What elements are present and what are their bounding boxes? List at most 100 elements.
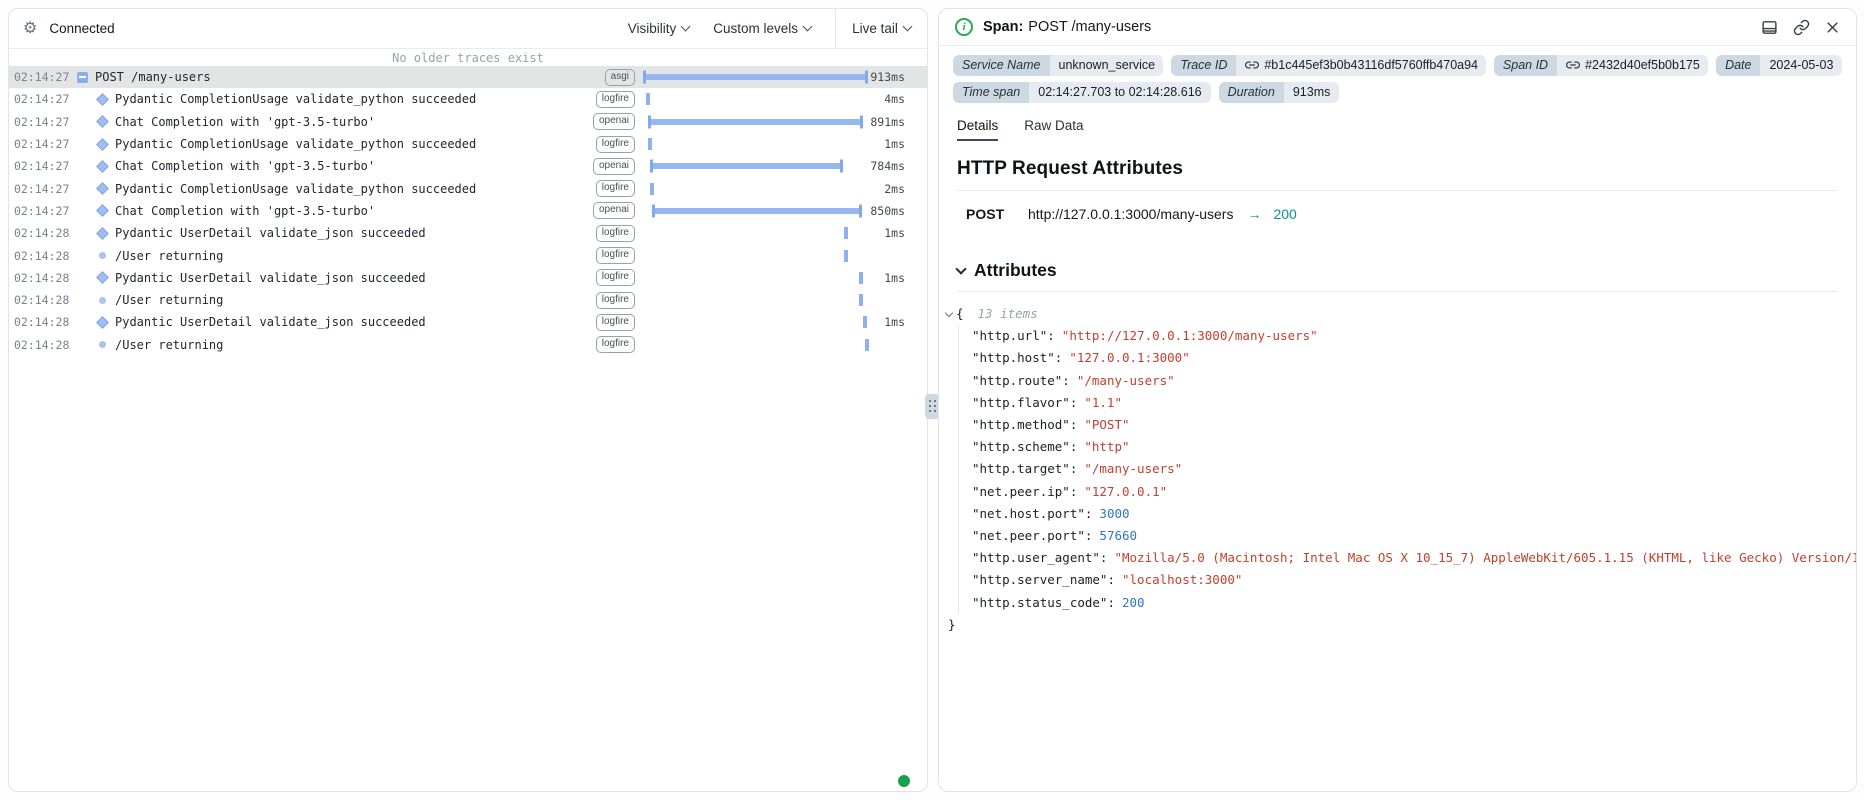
trace-label: Pydantic UserDetail validate_json succee… bbox=[115, 270, 426, 285]
json-entry: "http.scheme":"http" bbox=[972, 436, 1856, 458]
trace-row[interactable]: 02:14:28 /User returning logfire bbox=[9, 334, 927, 356]
tab-raw-data[interactable]: Raw Data bbox=[1024, 118, 1084, 133]
trace-timestamp: 02:14:27 bbox=[14, 203, 70, 218]
json-key: "http.server_name": bbox=[972, 572, 1115, 588]
trace-panel: ⚙ Connected Visibility Custom levels Liv… bbox=[8, 8, 928, 792]
trace-row[interactable]: 02:14:27 POST /many-users asgi 913ms bbox=[9, 66, 927, 89]
badge-value: 2024-05-03 bbox=[1760, 55, 1842, 76]
json-key: "net.peer.port": bbox=[972, 528, 1093, 544]
duration-bar bbox=[863, 316, 868, 329]
trace-row[interactable]: 02:14:27 Pydantic CompletionUsage valida… bbox=[9, 88, 927, 110]
json-entries: "http.url":"http://127.0.0.1:3000/many-u… bbox=[958, 325, 1856, 614]
trace-row[interactable]: 02:14:27 Chat Completion with 'gpt-3.5-t… bbox=[9, 155, 927, 177]
duration-lane bbox=[644, 155, 867, 177]
json-entry: "http.flavor":"1.1" bbox=[972, 392, 1856, 414]
json-entry: "net.host.port":3000 bbox=[972, 503, 1856, 525]
trace-tag-column: logfire bbox=[585, 90, 635, 108]
http-url: http://127.0.0.1:3000/many-users bbox=[1028, 206, 1234, 222]
link-icon[interactable] bbox=[1793, 19, 1810, 36]
json-open-brace: { bbox=[956, 306, 964, 321]
trace-row[interactable]: 02:14:28 Pydantic UserDetail validate_js… bbox=[9, 311, 927, 333]
http-status-code: 200 bbox=[1273, 206, 1297, 222]
duration-lane bbox=[644, 311, 868, 333]
trace-main: Pydantic CompletionUsage validate_python… bbox=[73, 182, 585, 196]
trace-tag-column: logfire bbox=[585, 247, 635, 265]
trace-row[interactable]: 02:14:28 /User returning logfire bbox=[9, 289, 927, 311]
live-status-dot bbox=[898, 775, 910, 787]
badge-label: Service Name bbox=[953, 55, 1050, 76]
diamond-icon bbox=[97, 317, 108, 328]
diamond-icon bbox=[97, 272, 108, 283]
span-detail-actions bbox=[1761, 19, 1840, 36]
trace-main: POST /many-users bbox=[73, 70, 585, 84]
service-name-badge: Service Name unknown_service bbox=[953, 55, 1164, 76]
trace-tag-column: logfire bbox=[585, 313, 635, 331]
diamond-icon bbox=[97, 205, 108, 216]
link-icon[interactable] bbox=[1566, 58, 1581, 72]
trace-tag: openai bbox=[592, 113, 635, 131]
trace-main: Chat Completion with 'gpt-3.5-turbo' bbox=[73, 159, 585, 173]
time-span-badge: Time span 02:14:27.703 to 02:14:28.616 bbox=[953, 82, 1211, 103]
trace-id-badge: Trace ID #b1c445ef3b0b43116df5760ffb470a… bbox=[1171, 55, 1486, 76]
gear-icon[interactable]: ⚙ bbox=[23, 19, 38, 37]
trace-timestamp: 02:14:28 bbox=[14, 248, 70, 263]
trace-main: Pydantic UserDetail validate_json succee… bbox=[73, 315, 585, 329]
duration-bar bbox=[865, 338, 870, 351]
live-tail-dropdown[interactable]: Live tail bbox=[835, 9, 927, 48]
trace-duration: 2ms bbox=[884, 181, 905, 196]
trace-row[interactable]: 02:14:28 /User returning logfire bbox=[9, 244, 927, 266]
trace-row[interactable]: 02:14:27 Pydantic CompletionUsage valida… bbox=[9, 133, 927, 155]
json-value: 200 bbox=[1122, 594, 1145, 610]
badge-value: #b1c445ef3b0b43116df5760ffb470a94 bbox=[1236, 55, 1486, 76]
trace-tag: logfire bbox=[595, 269, 635, 287]
no-older-traces-notice: No older traces exist bbox=[392, 50, 544, 65]
custom-levels-dropdown[interactable]: Custom levels bbox=[713, 21, 813, 36]
span-detail-panel: i Span: POST /many-users Service Name un… bbox=[938, 8, 1857, 792]
chevron-down-icon[interactable] bbox=[955, 262, 967, 275]
diamond-icon bbox=[97, 228, 108, 239]
link-icon[interactable] bbox=[1245, 58, 1260, 72]
json-key: "http.user_agent": bbox=[972, 550, 1108, 566]
duration-bar bbox=[650, 182, 655, 195]
json-value: 3000 bbox=[1099, 505, 1130, 521]
trace-label: Pydantic UserDetail validate_json succee… bbox=[115, 315, 426, 330]
duration-bar bbox=[644, 74, 867, 81]
divider bbox=[957, 291, 1838, 292]
close-icon[interactable] bbox=[1825, 20, 1840, 35]
connection-status-label: Connected bbox=[49, 21, 115, 36]
http-request-summary: POST http://127.0.0.1:3000/many-users → … bbox=[966, 206, 1838, 222]
duration-badge: Duration 913ms bbox=[1218, 82, 1340, 103]
trace-row[interactable]: 02:14:28 Pydantic UserDetail validate_js… bbox=[9, 267, 927, 289]
trace-tag-column: openai bbox=[585, 157, 635, 175]
dock-panel-icon[interactable] bbox=[1761, 19, 1778, 36]
trace-main: Pydantic CompletionUsage validate_python… bbox=[73, 137, 585, 151]
badge-value: 913ms bbox=[1283, 82, 1340, 103]
trace-row[interactable]: 02:14:27 Chat Completion with 'gpt-3.5-t… bbox=[9, 200, 927, 222]
tab-details[interactable]: Details bbox=[957, 118, 999, 141]
badge-label: Span ID bbox=[1493, 55, 1558, 76]
chevron-down-icon[interactable] bbox=[944, 308, 954, 317]
span-meta-badges: Service Name unknown_service Trace ID #b… bbox=[939, 46, 1856, 105]
duration-lane bbox=[644, 200, 867, 222]
visibility-dropdown[interactable]: Visibility bbox=[627, 21, 691, 36]
panel-resize-handle[interactable] bbox=[925, 394, 940, 419]
badge-row: Time span 02:14:27.703 to 02:14:28.616 D… bbox=[953, 82, 1842, 103]
trace-timestamp: 02:14:27 bbox=[14, 159, 70, 174]
visibility-dropdown-label: Visibility bbox=[627, 21, 677, 36]
trace-main: Chat Completion with 'gpt-3.5-turbo' bbox=[73, 115, 585, 129]
json-value: "/many-users" bbox=[1076, 372, 1175, 388]
json-root-line: { 13 items bbox=[944, 303, 1856, 325]
trace-row[interactable]: 02:14:27 Pydantic CompletionUsage valida… bbox=[9, 177, 927, 199]
trace-label: /User returning bbox=[115, 293, 224, 308]
trace-row[interactable]: 02:14:27 Chat Completion with 'gpt-3.5-t… bbox=[9, 111, 927, 133]
trace-row[interactable]: 02:14:28 Pydantic UserDetail validate_js… bbox=[9, 222, 927, 244]
trace-label: POST /many-users bbox=[95, 70, 211, 85]
json-entry: "http.server_name":"localhost:3000" bbox=[972, 569, 1856, 591]
badge-label: Date bbox=[1716, 55, 1761, 76]
trace-timestamp: 02:14:27 bbox=[14, 70, 70, 85]
attributes-json-tree: { 13 items "http.url":"http://127.0.0.1:… bbox=[944, 303, 1856, 636]
trace-timestamp: 02:14:28 bbox=[14, 226, 70, 241]
json-key: "net.peer.ip": bbox=[972, 483, 1078, 499]
duration-bar bbox=[646, 93, 650, 106]
duration-lane bbox=[644, 111, 867, 133]
